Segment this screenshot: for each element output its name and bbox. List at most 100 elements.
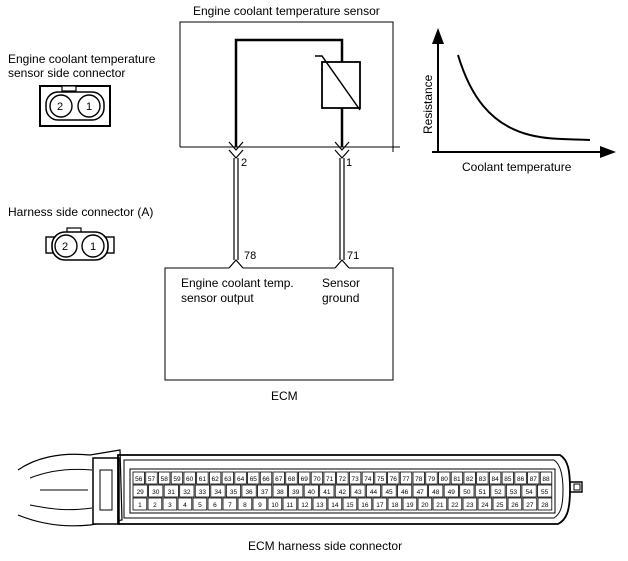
ecm-pin-cell bbox=[237, 497, 253, 511]
ecm-pin-cell bbox=[412, 471, 425, 485]
graph-ylabel: Resistance bbox=[421, 74, 435, 134]
ecm-pin-cell bbox=[425, 471, 438, 485]
ecm-box bbox=[164, 267, 394, 381]
sensor-pin-1-arrow bbox=[334, 141, 350, 151]
ecm-pin-cell bbox=[285, 471, 298, 485]
ecm-pin-label: 75 bbox=[377, 476, 385, 483]
ecm-pin-label: 21 bbox=[436, 502, 444, 509]
graph-y-arrow bbox=[432, 28, 444, 44]
ecm-pin-cell bbox=[259, 471, 273, 485]
ecm-pin-cell bbox=[507, 497, 523, 511]
ecm-pin-label: 34 bbox=[214, 489, 222, 496]
ecm-pin-label: 53 bbox=[510, 489, 518, 496]
ecm-pin-cell bbox=[257, 484, 273, 498]
resistance-curve bbox=[457, 54, 591, 141]
ecm-pin-cell bbox=[336, 471, 349, 485]
ecm-pin-label: 65 bbox=[250, 476, 258, 483]
ecm-pin-cell bbox=[323, 471, 336, 485]
sensor-pin-2-arrow bbox=[228, 141, 244, 151]
ecm-pin-cell bbox=[194, 484, 210, 498]
ecm-pin-71: 71 bbox=[347, 250, 359, 262]
ecm-pin-label: 36 bbox=[245, 489, 253, 496]
ecm-pin-grid-frame bbox=[129, 468, 556, 514]
ecm-pin-cell bbox=[474, 484, 490, 498]
ecm-pin-cell bbox=[505, 484, 522, 498]
ecm-pin-cell bbox=[288, 484, 304, 498]
ecm-pin-cell bbox=[348, 471, 362, 485]
ecm-pin-cell bbox=[158, 471, 171, 485]
ecm-pin-label: 29 bbox=[137, 489, 145, 496]
ecm-pin-label: 57 bbox=[148, 476, 156, 483]
ecm-right-label-1: Sensor bbox=[322, 276, 360, 290]
ecm-pin-cell bbox=[327, 497, 343, 511]
ecm-pin-cell bbox=[272, 484, 288, 498]
sensor-pin-2: 2 bbox=[241, 157, 247, 169]
ecm-pin-label: 88 bbox=[542, 476, 550, 483]
ecm-pin-label: 83 bbox=[479, 476, 487, 483]
ecm-pin-label: 79 bbox=[428, 476, 436, 483]
harness-connector-label: Harness side connector (A) bbox=[8, 205, 153, 219]
ecm-pin-label: 49 bbox=[448, 489, 456, 496]
ecm-pin-cell bbox=[208, 471, 222, 485]
ecm-pin-cell bbox=[447, 497, 463, 511]
ecm-pin-label: 60 bbox=[186, 476, 194, 483]
ecm-pin-cell bbox=[225, 484, 242, 498]
ecm-pin-cell bbox=[438, 471, 451, 485]
ecm-pin-label: 48 bbox=[432, 489, 440, 496]
ecm-pin-label: 37 bbox=[261, 489, 269, 496]
sensor-pin-1: 1 bbox=[346, 157, 352, 169]
ecm-connector-right-tab-hole bbox=[573, 483, 581, 491]
ecm-pin-cell bbox=[428, 484, 444, 498]
ecm-pin-label: 72 bbox=[339, 476, 347, 483]
ecm-pin-cell bbox=[222, 497, 238, 511]
ecm-pin-cell bbox=[412, 484, 428, 498]
ecm-title: ECM bbox=[271, 389, 298, 403]
ecm-pin-label: 27 bbox=[526, 502, 534, 509]
ecm-pin-label: 41 bbox=[323, 489, 331, 496]
ecm-pin-label: 58 bbox=[161, 476, 169, 483]
ecm-connector-right-tab bbox=[570, 481, 583, 493]
ecm-pin-label: 80 bbox=[441, 476, 449, 483]
ecm-pin-cell bbox=[501, 471, 515, 485]
ecm-pin-label: 70 bbox=[313, 476, 321, 483]
ecm-pin-label: 44 bbox=[370, 489, 378, 496]
ecm-pin-label: 30 bbox=[152, 489, 160, 496]
ecm-pin-cell bbox=[488, 471, 502, 485]
ecm-pin-label: 1 bbox=[138, 502, 142, 509]
sensor-box bbox=[179, 21, 394, 152]
sensor-connector-label-2: sensor side connector bbox=[8, 66, 125, 80]
ecm-pin-cell bbox=[372, 497, 388, 511]
ecm-pin-cell bbox=[297, 497, 313, 511]
ecm-pin-label: 13 bbox=[316, 502, 324, 509]
ecm-pin-label: 38 bbox=[277, 489, 285, 496]
ecm-pin-cell bbox=[399, 471, 413, 485]
ecm-pin-cell bbox=[443, 484, 459, 498]
sensor-pin-2-arrow-b bbox=[228, 149, 244, 159]
ecm-pin-label: 23 bbox=[466, 502, 474, 509]
ecm-pin-cell bbox=[522, 497, 538, 511]
ecm-pin-cell bbox=[179, 484, 195, 498]
ecm-pin-cell bbox=[170, 471, 184, 485]
ecm-pin-label: 25 bbox=[496, 502, 504, 509]
sensor-connector-pin-1: 1 bbox=[86, 101, 92, 113]
ecm-pin-label: 11 bbox=[287, 502, 294, 509]
ecm-pin-label: 55 bbox=[541, 489, 549, 496]
ecm-pin-label: 76 bbox=[390, 476, 398, 483]
ecm-pin-label: 47 bbox=[417, 489, 425, 496]
ecm-pin-cell bbox=[463, 471, 476, 485]
ecm-pin-cell bbox=[183, 471, 196, 485]
ecm-pin-label: 54 bbox=[525, 489, 533, 496]
ecm-pin-label: 68 bbox=[288, 476, 296, 483]
sensor-pin-1-arrow-b bbox=[334, 149, 350, 159]
ecm-pin-label: 19 bbox=[406, 502, 414, 509]
ecm-pin-cell bbox=[210, 484, 226, 498]
ecm-connector-inner-body bbox=[123, 459, 564, 519]
ecm-pin-cell bbox=[298, 471, 311, 485]
ecm-pin-label: 82 bbox=[466, 476, 474, 483]
ecm-pin-label: 46 bbox=[401, 489, 409, 496]
ecm-pin-cell bbox=[514, 471, 527, 485]
ecm-pin-cell bbox=[539, 471, 553, 485]
ecm-pin-label: 18 bbox=[391, 502, 399, 509]
